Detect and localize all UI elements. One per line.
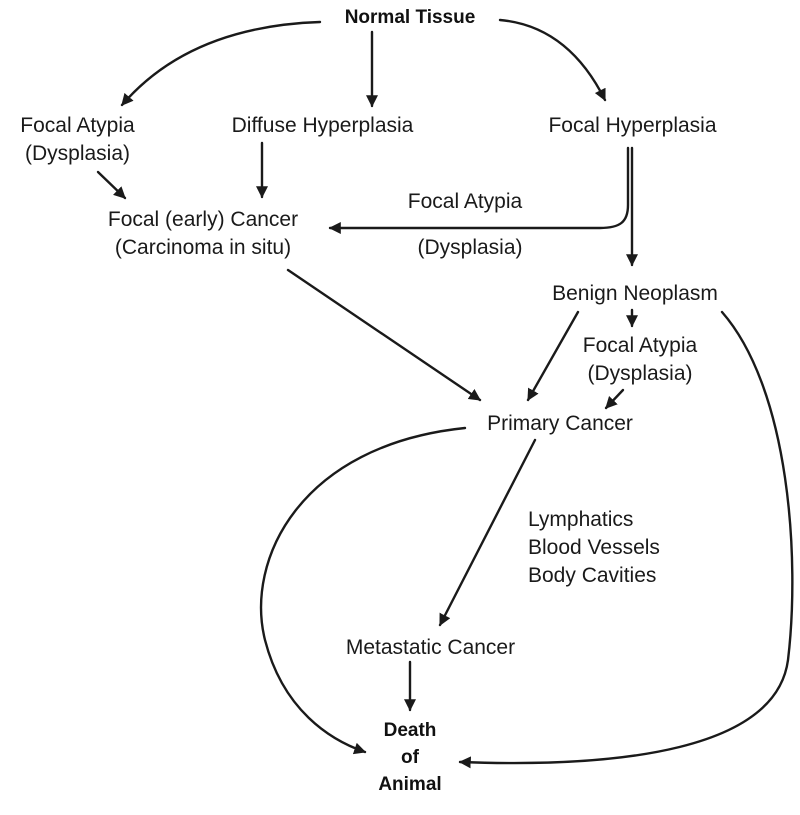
edge-benign-to-primary <box>526 310 580 402</box>
node-focal-hyperplasia: Focal Hyperplasia <box>548 114 717 137</box>
node-normal-tissue: Normal Tissue <box>344 7 476 28</box>
node-death-of-animal: Death of Animal <box>378 720 442 795</box>
edge-focal-hyperplasia-to-early-cancer <box>328 146 630 234</box>
edge-label-spread-routes: Lymphatics Blood Vessels Body Cavities <box>528 508 660 587</box>
node-primary-cancer: Primary Cancer <box>487 412 633 435</box>
node-diffuse-hyperplasia: Diffuse Hyperplasia <box>231 114 414 137</box>
node-focal-atypia-left: Focal Atypia (Dysplasia) <box>20 114 135 165</box>
edge-focal-atypia-to-primary <box>604 388 625 410</box>
edge-label-focal-atypia: Focal Atypia <box>407 190 523 213</box>
edge-primary-to-metastatic <box>438 438 537 627</box>
node-metastatic-cancer: Metastatic Cancer <box>345 636 516 659</box>
edge-early-cancer-to-primary <box>286 268 482 402</box>
node-focal-early-cancer: Focal (early) Cancer (Carcinoma in situ) <box>107 208 299 259</box>
edge-benign-to-death-loop <box>458 310 794 769</box>
edge-focal-atypia-to-early-cancer <box>96 170 127 200</box>
node-focal-atypia-right: Focal Atypia (Dysplasia) <box>582 334 698 385</box>
edge-normal-to-focal-hyperplasia <box>498 18 607 102</box>
edge-normal-to-focal-atypia <box>120 20 322 107</box>
node-benign-neoplasm: Benign Neoplasm <box>552 282 718 305</box>
edge-label-dysplasia: (Dysplasia) <box>417 236 523 259</box>
edge-primary-to-death-loop <box>259 426 467 755</box>
